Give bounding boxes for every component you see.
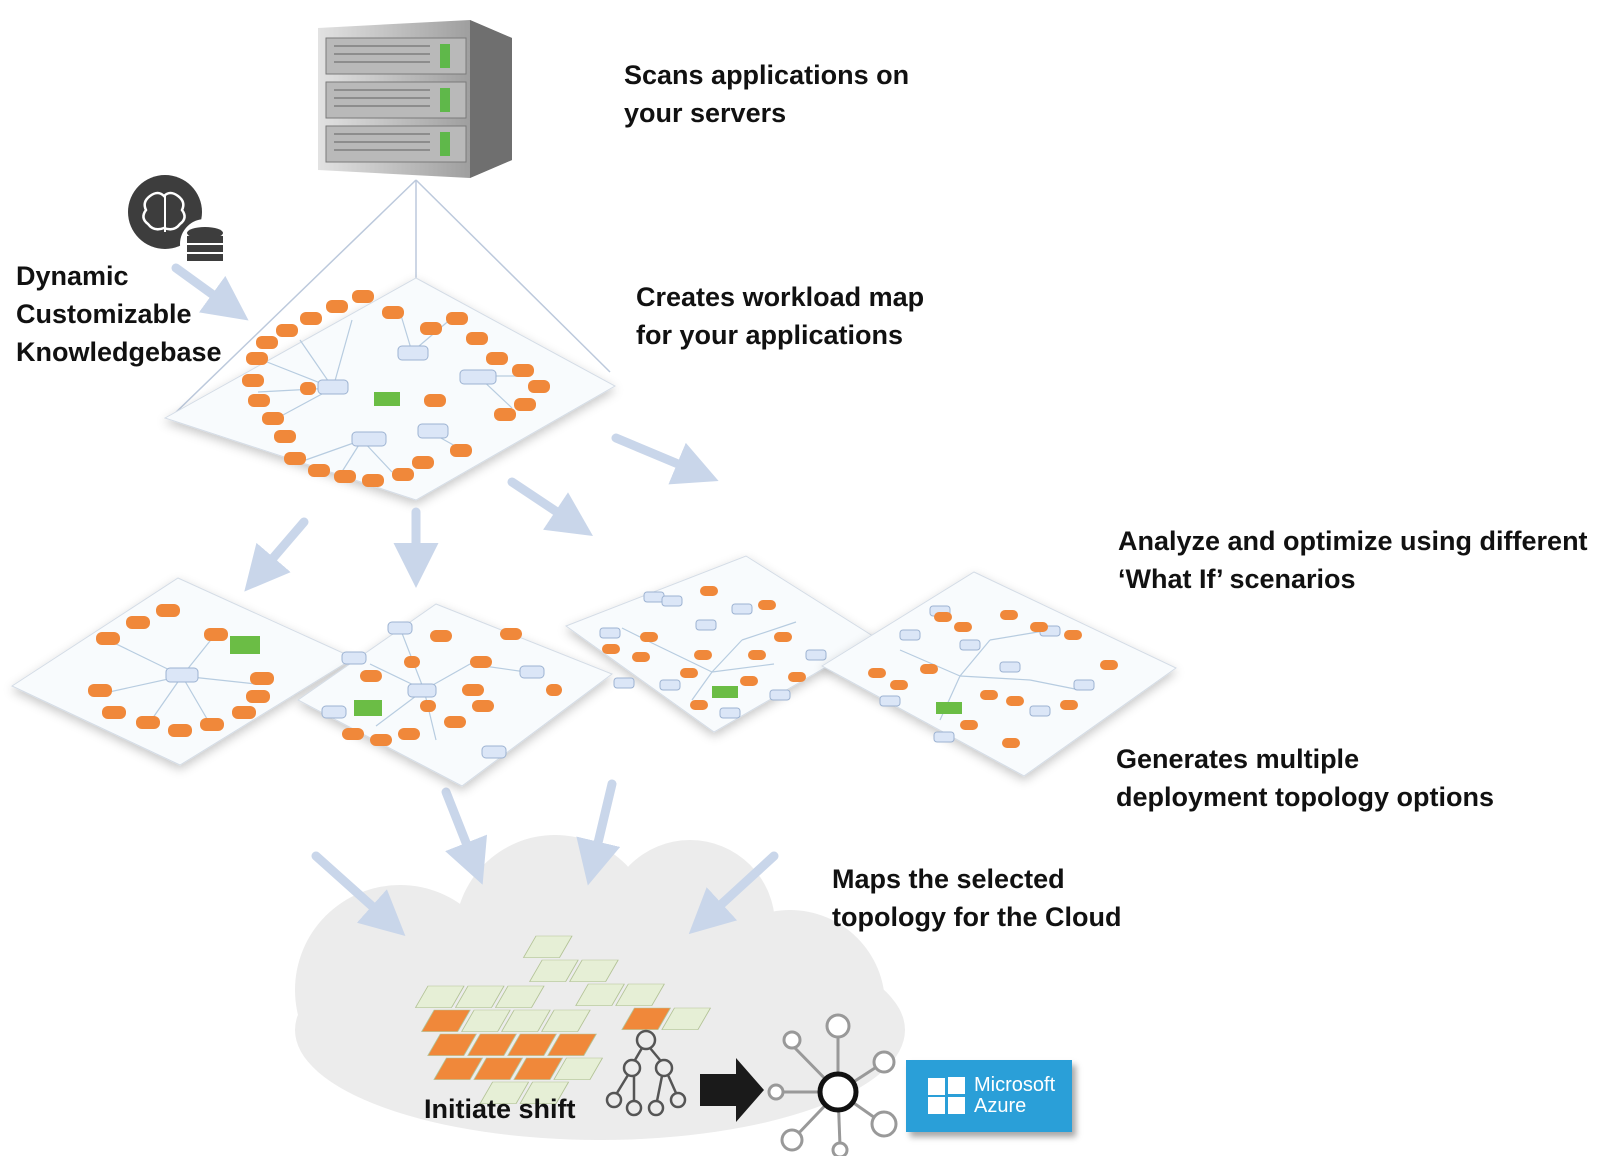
azure-logo-text: Microsoft Azure xyxy=(974,1075,1055,1117)
brain-icon xyxy=(128,175,202,249)
server-rack-icon xyxy=(318,20,512,178)
right-arrow-icon xyxy=(700,1058,764,1122)
projection-lines xyxy=(169,179,611,419)
topology-option-1 xyxy=(10,577,356,766)
hub-network-icon xyxy=(767,1013,898,1156)
database-icon xyxy=(180,219,230,269)
initiate-shift-label: Initiate shift xyxy=(424,1094,576,1124)
analyze-label: Analyze and optimize using different ‘Wh… xyxy=(1118,526,1588,594)
azure-line1: Microsoft xyxy=(974,1074,1056,1096)
topology-option-3 xyxy=(564,555,877,733)
knowledgebase-label: Dynamic Customizable Knowledgebase xyxy=(16,261,222,367)
topology-option-4 xyxy=(821,571,1177,777)
generate-options-label: Generates multiple deployment topology o… xyxy=(1116,744,1494,812)
windows-logo-icon xyxy=(928,1077,966,1115)
azure-logo: Microsoft Azure xyxy=(906,1060,1072,1132)
flow-arrows xyxy=(171,263,779,937)
workload-map-main xyxy=(163,277,617,501)
azure-line2: Azure xyxy=(974,1095,1027,1117)
workload-map-label: Creates workload map for your applicatio… xyxy=(636,282,925,350)
topology-option-2 xyxy=(297,603,614,787)
tree-network-icon xyxy=(605,1029,687,1117)
cloud-grid xyxy=(414,935,712,1104)
maps-topology-label: Maps the selected topology for the Cloud xyxy=(832,864,1122,932)
scan-label: Scans applications on your servers xyxy=(624,60,910,128)
